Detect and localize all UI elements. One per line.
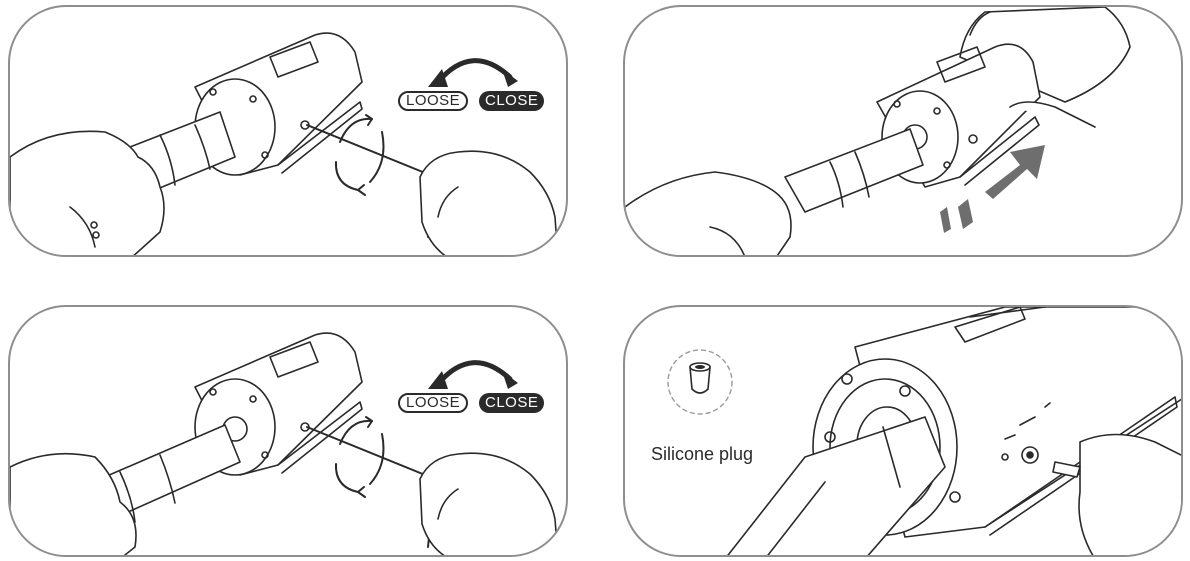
push-lock-illustration — [625, 7, 1131, 255]
panel-step-4: Silicone plug — [623, 305, 1183, 557]
left-hand — [10, 130, 165, 255]
rotation-arrows — [334, 114, 385, 196]
euro-cylinder — [784, 128, 924, 213]
curved-double-arrow — [428, 58, 518, 87]
right-hand — [1052, 433, 1181, 555]
close-label: CLOSE — [479, 393, 545, 413]
right-hand — [419, 150, 559, 255]
right-finger — [1009, 101, 1096, 128]
push-arrow — [940, 145, 1045, 233]
panel-step-1: LOOSE CLOSE — [8, 5, 568, 257]
rotation-arrows — [334, 416, 385, 498]
close-label: CLOSE — [479, 91, 545, 111]
left-hand — [625, 171, 792, 255]
loose-label: LOOSE — [398, 91, 469, 111]
panel-step-3: LOOSE CLOSE — [8, 305, 568, 557]
loose-label: LOOSE — [398, 393, 469, 413]
silicone-plug-icon — [689, 362, 711, 394]
top-hand — [959, 7, 1131, 103]
silicone-plug-illustration — [667, 307, 1181, 555]
euro-cylinder — [727, 416, 946, 555]
left-hand — [10, 452, 137, 555]
tighten-screw-illustration — [10, 32, 559, 255]
plug-callout-circle — [667, 349, 733, 415]
tighten-screw-illustration-2 — [10, 332, 559, 555]
panel-step-2 — [623, 5, 1183, 257]
right-hand — [419, 452, 559, 555]
silicone-plug-label: Silicone plug — [651, 444, 754, 464]
curved-double-arrow — [428, 360, 518, 389]
